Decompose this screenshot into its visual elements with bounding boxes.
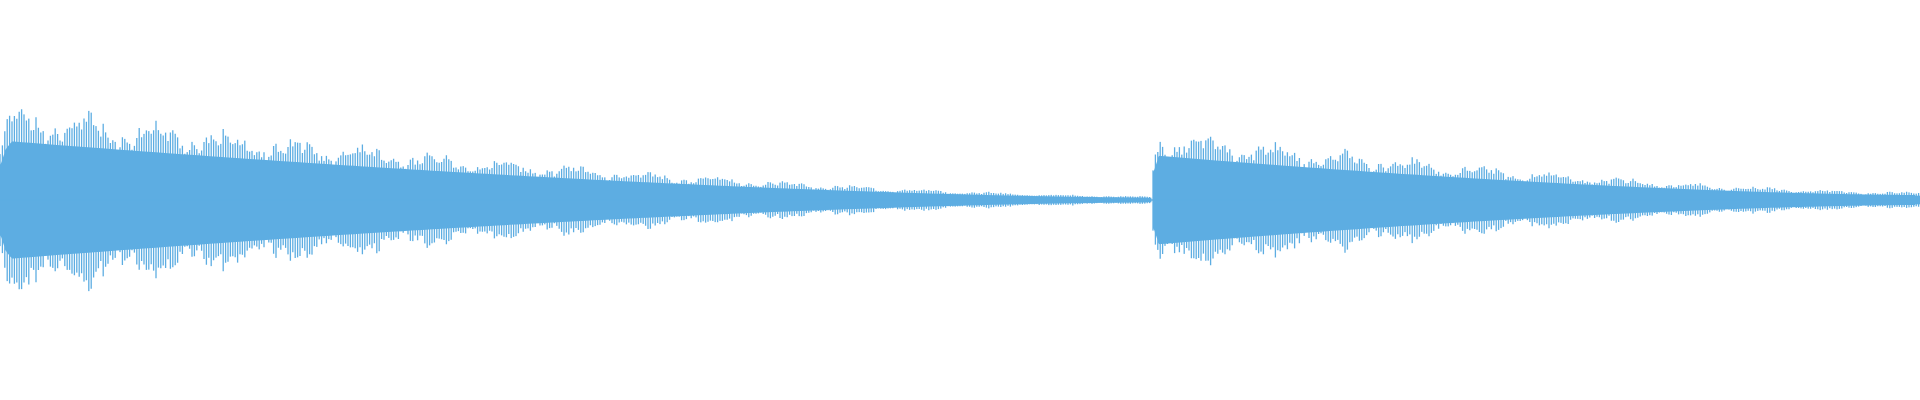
waveform-graph [0, 109, 1920, 292]
